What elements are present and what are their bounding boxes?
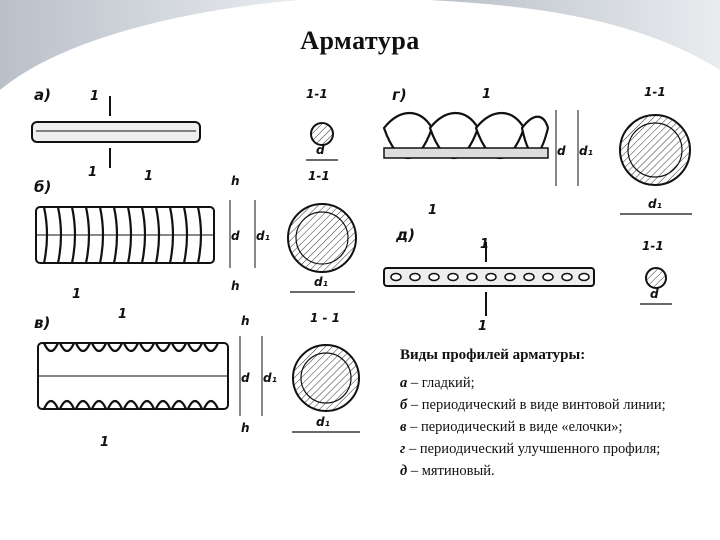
caption-heading: Виды профилей арматуры: <box>400 347 586 363</box>
figure-panel-g: г) d d₁ 1 1 1-1 d₁ <box>382 85 692 218</box>
caption-item-d: д – мятиновый. <box>400 463 495 479</box>
figure-panel-v: в) h d d₁ h 1 1 1 - 1 d₁ <box>34 307 360 450</box>
svg-text:1: 1 <box>482 87 491 102</box>
caption-item-a: а – гладкий; <box>400 375 475 391</box>
svg-text:d₁: d₁ <box>579 144 593 158</box>
svg-text:1-1: 1-1 <box>644 85 666 99</box>
svg-text:1: 1 <box>72 287 81 302</box>
svg-text:1-1: 1-1 <box>308 169 330 183</box>
svg-text:1 - 1: 1 - 1 <box>310 311 340 325</box>
svg-text:1: 1 <box>90 89 99 104</box>
svg-text:1: 1 <box>144 169 153 184</box>
svg-text:d: d <box>241 371 250 385</box>
corner-swoosh-left <box>0 0 300 90</box>
svg-text:d₁: d₁ <box>256 229 270 243</box>
svg-text:d: d <box>650 287 659 301</box>
label-b: б) <box>34 178 51 196</box>
svg-text:h: h <box>231 174 240 188</box>
slide-title: Арматура <box>300 26 420 55</box>
corner-swoosh-right <box>430 0 720 70</box>
label-g: г) <box>392 86 407 104</box>
label-a: а) <box>34 86 51 104</box>
svg-text:d₁: d₁ <box>263 371 277 385</box>
label-v: в) <box>34 314 50 332</box>
svg-text:h: h <box>231 279 240 293</box>
figure-panel-b: б) h d d₁ h 1 1 1-1 d₁ <box>34 169 357 302</box>
svg-text:1: 1 <box>428 203 437 218</box>
svg-text:1-1: 1-1 <box>642 239 664 253</box>
caption-item-b: б – периодический в виде винтовой линии; <box>400 397 666 413</box>
svg-text:1: 1 <box>480 237 489 252</box>
figure-panel-d: д) 1 1 1-1 d <box>383 226 672 334</box>
svg-text:1-1: 1-1 <box>306 87 328 101</box>
label-d: д) <box>395 226 415 244</box>
svg-text:1: 1 <box>118 307 127 322</box>
svg-text:d: d <box>557 144 566 158</box>
svg-text:1: 1 <box>100 435 109 450</box>
profile-types-caption: Виды профилей арматуры: а – гладкий; б –… <box>400 344 700 482</box>
svg-text:d₁: d₁ <box>648 197 662 211</box>
svg-text:d₁: d₁ <box>316 415 330 429</box>
caption-item-v: в – периодический в виде «елочки»; <box>400 419 623 435</box>
svg-text:d₁: d₁ <box>314 275 328 289</box>
caption-item-g: г – периодический улучшенного профиля; <box>400 441 661 457</box>
svg-text:h: h <box>241 314 250 328</box>
svg-text:1: 1 <box>88 165 97 180</box>
svg-text:d: d <box>316 143 325 157</box>
svg-text:1: 1 <box>478 319 487 334</box>
svg-text:d: d <box>231 229 240 243</box>
svg-text:h: h <box>241 421 250 435</box>
figure-panel-a: а) 1 1 1-1 d <box>31 86 338 180</box>
